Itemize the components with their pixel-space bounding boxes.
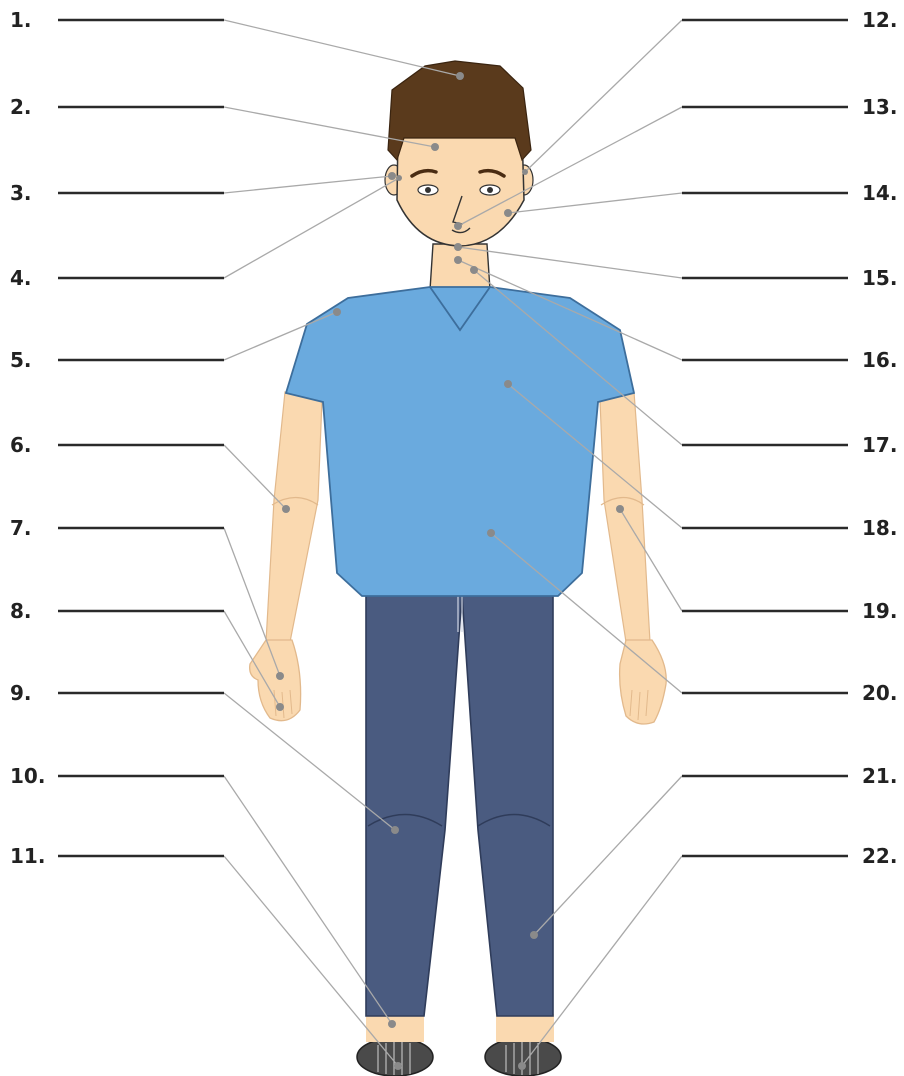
right-pant-leg: [462, 594, 553, 1016]
label-20: 20.: [862, 681, 897, 705]
label-6: 6.: [10, 433, 32, 457]
t-shirt: [286, 287, 634, 596]
left-pant-leg: [366, 594, 462, 1016]
label-17: 17.: [862, 433, 897, 457]
head: [385, 61, 533, 246]
label-8: 8.: [10, 599, 32, 623]
label-4: 4.: [10, 266, 32, 290]
label-21: 21.: [862, 764, 897, 788]
label-15: 15.: [862, 266, 897, 290]
label-22: 22.: [862, 844, 897, 868]
label-2: 2.: [10, 95, 32, 119]
label-10: 10.: [10, 764, 45, 788]
left-shoe: [357, 1038, 433, 1076]
label-12: 12.: [862, 8, 897, 32]
label-14: 14.: [862, 181, 897, 205]
label-3: 3.: [10, 181, 32, 205]
right-ankle: [496, 1014, 554, 1042]
label-9: 9.: [10, 681, 32, 705]
label-7: 7.: [10, 516, 32, 540]
shoes: [357, 1038, 561, 1076]
right-shoe: [485, 1038, 561, 1076]
right-hand: [620, 640, 667, 724]
label-1: 1.: [10, 8, 32, 32]
label-11: 11.: [10, 844, 45, 868]
label-16: 16.: [862, 348, 897, 372]
label-13: 13.: [862, 95, 897, 119]
human-figure: [250, 61, 667, 1076]
label-5: 5.: [10, 348, 32, 372]
pants: [366, 594, 553, 1016]
left-arm: [266, 392, 322, 642]
label-18: 18.: [862, 516, 897, 540]
neck: [430, 244, 490, 290]
label-19: 19.: [862, 599, 897, 623]
